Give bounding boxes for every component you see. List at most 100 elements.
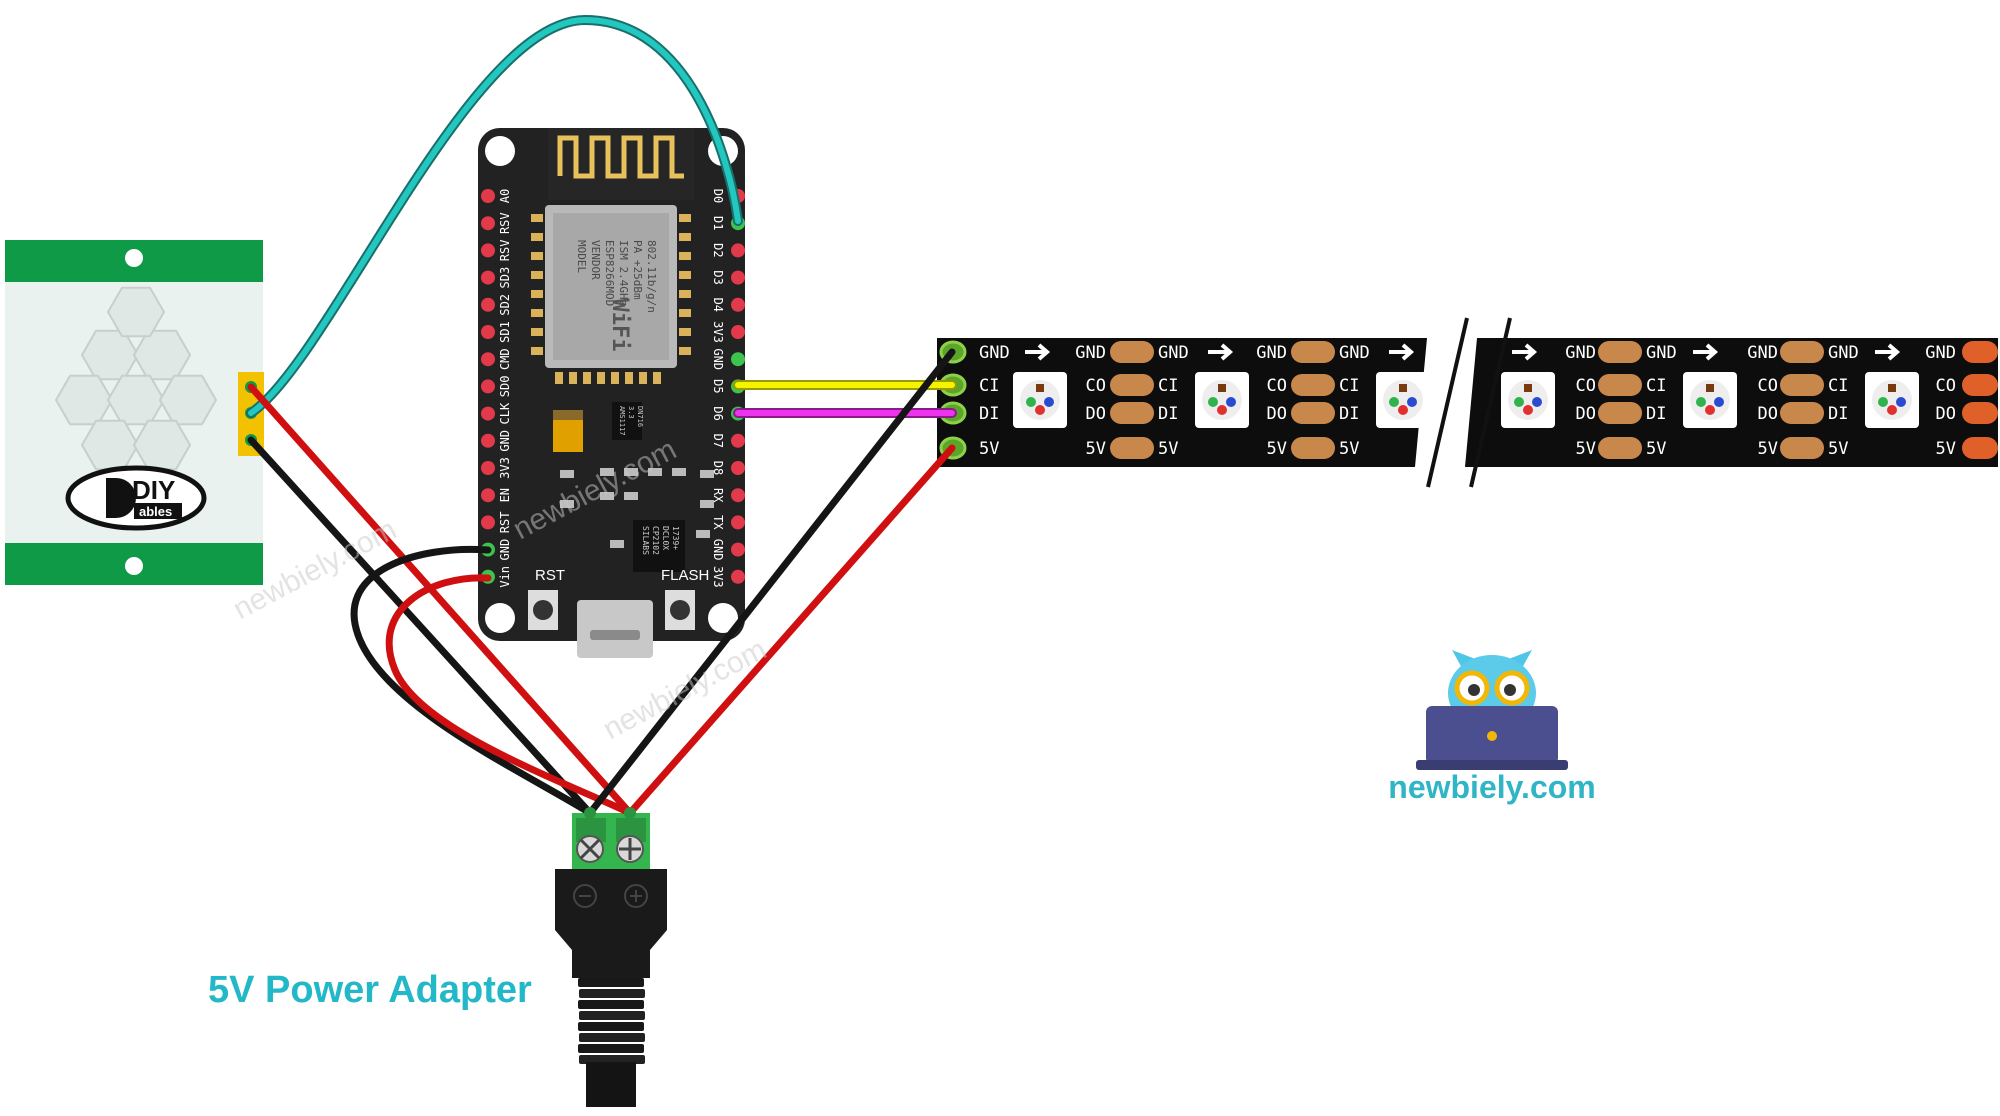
arrow-icon [1693,343,1719,361]
strip-label: 5V [1828,439,1848,459]
pin-gnd [481,433,495,448]
wifi-logo: WiFi [607,299,632,352]
led-strip-left: GNDCIDI5VGNDCODO5VGNDCIDI5VGNDCODO5VGNDC… [937,338,1430,467]
copper-pad [1110,402,1154,424]
logo-sub: ables [139,504,172,519]
copper-pad [1598,341,1642,363]
wire-gnd-sensor [247,436,594,817]
copper-pad [1291,374,1335,396]
pir-motion-sensor-icon: DIY ables [5,240,264,585]
strip-break [1426,317,1469,488]
copper-pad [1110,437,1154,459]
module-text: PA +25dBm [631,240,644,300]
pin-label: GND [711,348,725,370]
strip-label: CI [1339,376,1359,396]
strip-label: 5V [979,439,999,459]
strip-label: GND [1158,343,1189,363]
usb-port [577,600,653,658]
strip-label: GND [1256,343,1287,363]
strip-label: GND [979,343,1010,363]
pin-3v3 [731,325,745,339]
pin-rsv [481,243,495,258]
led-strip-right: GNDCODO5VGNDCIDI5VGNDCODO5VGNDCIDI5VGNDC… [1465,338,1998,467]
strip-label: GND [1646,343,1677,363]
lens-cell [158,374,218,426]
strip-label: DI [1158,404,1178,424]
copper-pad [1598,374,1642,396]
pin-tx [731,515,745,530]
pin-gnd [731,352,745,367]
module-text: ISM 2.4GHz [617,240,630,306]
module-text: VENDOR [589,240,602,280]
pin-label: RX [711,488,725,503]
copper-pad [1110,374,1154,396]
end-pad [1962,341,1998,363]
dc-barrel-adapter-icon [555,813,667,1107]
strip-label: DI [1828,404,1848,424]
wire-gnd-strip [586,348,956,817]
pin-label: RSV [498,240,512,262]
strip-label: 5V [1576,439,1596,459]
strip-label: GND [1747,343,1778,363]
usb-chip-text: SILABS [641,526,650,555]
end-pad [1962,402,1998,424]
copper-pad [1780,341,1824,363]
diyables-logo-icon: DIY ables [65,465,207,531]
strip-label: DI [1646,404,1666,424]
pin-label: GND [498,539,512,561]
pin-sd3 [481,270,495,285]
wire-vin-board [385,574,634,817]
module-text: MODEL [575,240,588,273]
pin-label: RSV [498,212,512,234]
lens-cell [106,286,166,338]
pin-label: D5 [711,379,725,393]
regulator-text: AMS1117 [618,406,626,436]
lens-cell [132,419,192,471]
pin-label: D7 [711,434,725,448]
module-text: ESP8266MOD [603,240,616,306]
strip-label: DO [1758,404,1778,424]
module-text: 802.11b/g/n [645,240,658,313]
left-pin-header: A0RSVRSVSD3SD2SD1CMDSD0CLKGND3V3ENRSTGND… [481,189,512,588]
regulator-text: 3.3 [627,406,635,419]
arrow-icon [1389,343,1415,361]
strip-label: CO [1758,376,1778,396]
pin-d3 [731,270,745,285]
strip-label: 5V [1267,439,1287,459]
pin-gnd [731,542,745,557]
strip-label: 5V [1158,439,1178,459]
usb-chip-text: 1739+ [671,526,680,550]
pin-en [481,488,495,503]
pin-cmd [481,352,495,367]
strip-label: DO [1086,404,1106,424]
strip-label: 5V [1086,439,1106,459]
usb-chip-text: DCL0X [661,526,670,550]
arrow-icon [1512,343,1538,361]
flash-label: FLASH [661,567,709,584]
pin-label: 3V3 [711,321,725,343]
logo-main: DIY [132,475,175,505]
copper-pad [1598,437,1642,459]
copper-pad [1598,402,1642,424]
pin-label: CMD [498,348,512,370]
wires [246,15,957,819]
pin-label: 3V3 [711,566,725,588]
strip-label: DO [1576,404,1596,424]
end-pad [1962,437,1998,459]
pin-label: SD0 [498,376,512,398]
strip-label: CI [1158,376,1178,396]
usb-chip-text: CP2102 [651,526,660,555]
pin-3v3 [481,461,495,475]
owl-laptop-icon [1416,650,1568,770]
strip-label: CO [1576,376,1596,396]
fresnel-lens [54,286,218,471]
arrow-icon [1208,343,1234,361]
pin-label: D3 [711,270,725,284]
pin-label: SD2 [498,294,512,316]
pin-clk [481,406,495,421]
pin-d7 [731,433,745,448]
